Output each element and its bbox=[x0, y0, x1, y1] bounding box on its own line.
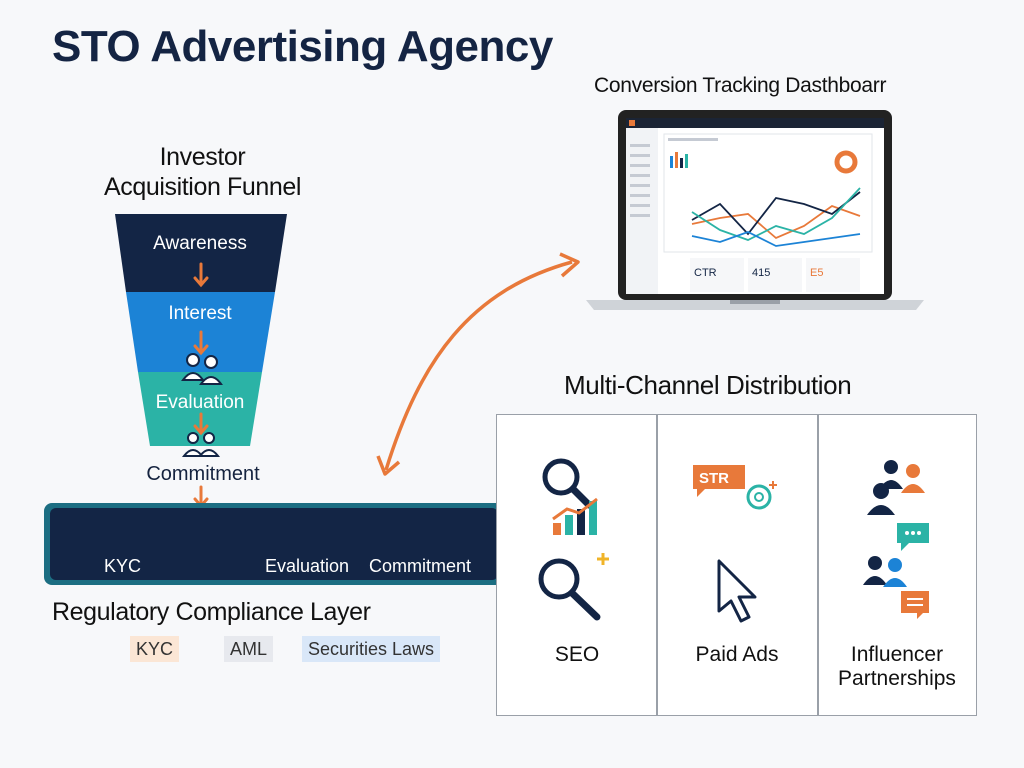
cursor-icon bbox=[717, 559, 757, 623]
funnel-title-line1: Investor bbox=[159, 143, 246, 171]
funnel-title-line2: Acquisition Funnel bbox=[103, 173, 302, 201]
channel-influencer-line2: Partnerships bbox=[838, 667, 956, 690]
multichannel-title: Multi-Channel Distribution bbox=[564, 370, 852, 400]
stage-awareness-label: Awareness bbox=[153, 233, 247, 254]
bar-kyc-label: KYC bbox=[104, 556, 142, 576]
compliance-bar-inner bbox=[50, 508, 498, 580]
mini-bar-chart bbox=[670, 152, 688, 168]
channel-icons: STR bbox=[538, 458, 929, 623]
arrowhead-bottom bbox=[376, 455, 401, 476]
funnel-awareness-stage bbox=[115, 214, 287, 292]
channel-influencer-line1: Influencer bbox=[850, 643, 944, 666]
stage-evaluation-label: Evaluation bbox=[155, 392, 245, 413]
arrowhead-top bbox=[559, 252, 580, 278]
mini-donut bbox=[834, 150, 858, 174]
channel-divider bbox=[817, 415, 819, 715]
stage-commitment-label: Commitment bbox=[146, 463, 260, 485]
bar-evaluation-label: Evaluation bbox=[265, 556, 350, 576]
funnel-title: Investor Acquisition Funnel bbox=[60, 142, 345, 202]
funnel-evaluation-stage bbox=[138, 372, 262, 446]
compliance-bar bbox=[44, 503, 504, 585]
channel-seo-label: SEO bbox=[554, 643, 600, 666]
dashboard-laptop: CTR 415 E5 bbox=[586, 110, 924, 310]
kpi-415: 415 bbox=[752, 267, 770, 279]
channel-divider bbox=[656, 415, 658, 715]
channel-paid-ads-label: Paid Ads bbox=[695, 643, 779, 666]
audience-icon bbox=[863, 556, 907, 587]
tag-securities-laws: Securities Laws bbox=[302, 636, 441, 662]
dashboard-title: Conversion Tracking Dasthboarr bbox=[594, 74, 887, 97]
page-title: STO Advertising Agency bbox=[52, 22, 553, 71]
magnifier-icon bbox=[538, 553, 609, 621]
kpi-e5: E5 bbox=[810, 267, 823, 279]
feedback-arrow bbox=[384, 260, 573, 471]
channels-panel: STR SEO Paid Ads Influencer Partnerships bbox=[496, 414, 977, 716]
bar-commitment-label: Commitment bbox=[369, 556, 472, 576]
line-chart bbox=[691, 187, 861, 247]
chat-bubble-icon bbox=[897, 523, 929, 551]
regulatory-title: Regulatory Compliance Layer bbox=[52, 598, 371, 626]
stage-interest-label: Interest bbox=[168, 303, 232, 324]
investors-icon bbox=[181, 353, 223, 385]
tag-kyc: KYC bbox=[130, 636, 180, 662]
tag-aml: AML bbox=[224, 636, 274, 662]
ad-badge-icon bbox=[693, 465, 777, 510]
magnifier-chart-icon bbox=[542, 458, 598, 535]
message-icon bbox=[901, 591, 929, 619]
kpi-ctr: CTR bbox=[694, 267, 717, 279]
channel-influencer-label: Influencer Partnerships bbox=[817, 643, 977, 691]
people-group-icon bbox=[867, 460, 925, 515]
ad-badge-text: STR bbox=[699, 470, 729, 487]
committed-investors-icon bbox=[181, 432, 221, 457]
